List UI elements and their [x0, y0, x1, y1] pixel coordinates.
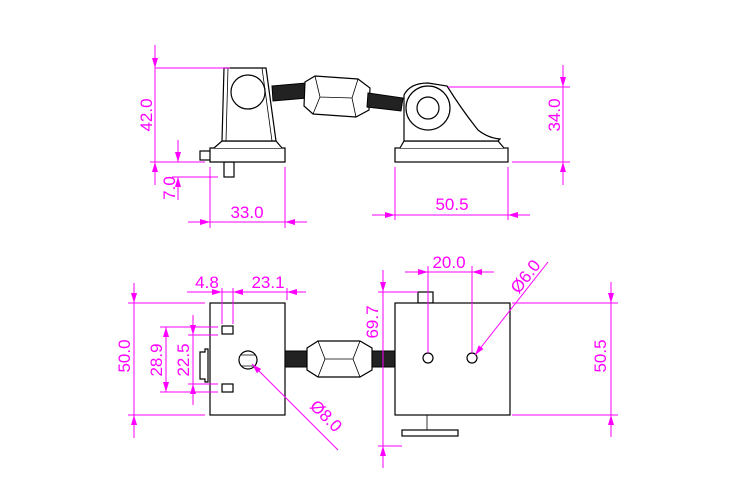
dim-33: 33.0	[188, 167, 307, 228]
dim-42: 42.0	[137, 45, 230, 185]
dim-label-42: 42.0	[137, 98, 156, 131]
dim-50-5-top: 50.5	[512, 282, 618, 437]
dim-label-diameter-6: Ø6.0	[507, 256, 545, 297]
dim-label-28-9: 28.9	[147, 343, 166, 376]
dim-label-69-7: 69.7	[363, 305, 382, 338]
dim-34: 34.0	[448, 65, 570, 185]
dim-label-33: 33.0	[230, 203, 263, 222]
dim-69-7: 69.7	[363, 270, 418, 468]
dim-label-20: 20.0	[432, 253, 465, 272]
dim-7: 7.0	[160, 140, 218, 200]
dim-label-4-8: 4.8	[195, 273, 219, 292]
dim-label-diameter-8: Ø8.0	[306, 396, 345, 435]
top-view-left-mount	[199, 302, 286, 416]
dim-label-50-5-side: 50.5	[435, 195, 468, 214]
side-view-right-mount	[394, 82, 509, 163]
dim-label-34: 34.0	[545, 98, 564, 131]
dim-20: 20.0	[405, 253, 494, 353]
dim-label-22-5: 22.5	[174, 343, 193, 376]
top-view-arm	[284, 340, 396, 378]
dim-28-9: 28.9	[147, 326, 218, 393]
dim-label-23-1: 23.1	[251, 273, 284, 292]
top-view-right-mount	[394, 291, 511, 437]
dim-50-left: 50.0	[115, 283, 205, 438]
dim-22-5: 22.5	[174, 315, 218, 405]
dim-4-8-and-23-1: 4.8 23.1	[187, 273, 306, 324]
dim-label-50: 50.0	[115, 339, 134, 372]
dim-50-5-side: 50.5	[372, 167, 530, 220]
side-view-left-mount	[199, 67, 286, 178]
dim-label-7: 7.0	[160, 176, 179, 200]
dim-label-50-5-top: 50.5	[591, 339, 610, 372]
side-view-arm	[271, 75, 404, 118]
